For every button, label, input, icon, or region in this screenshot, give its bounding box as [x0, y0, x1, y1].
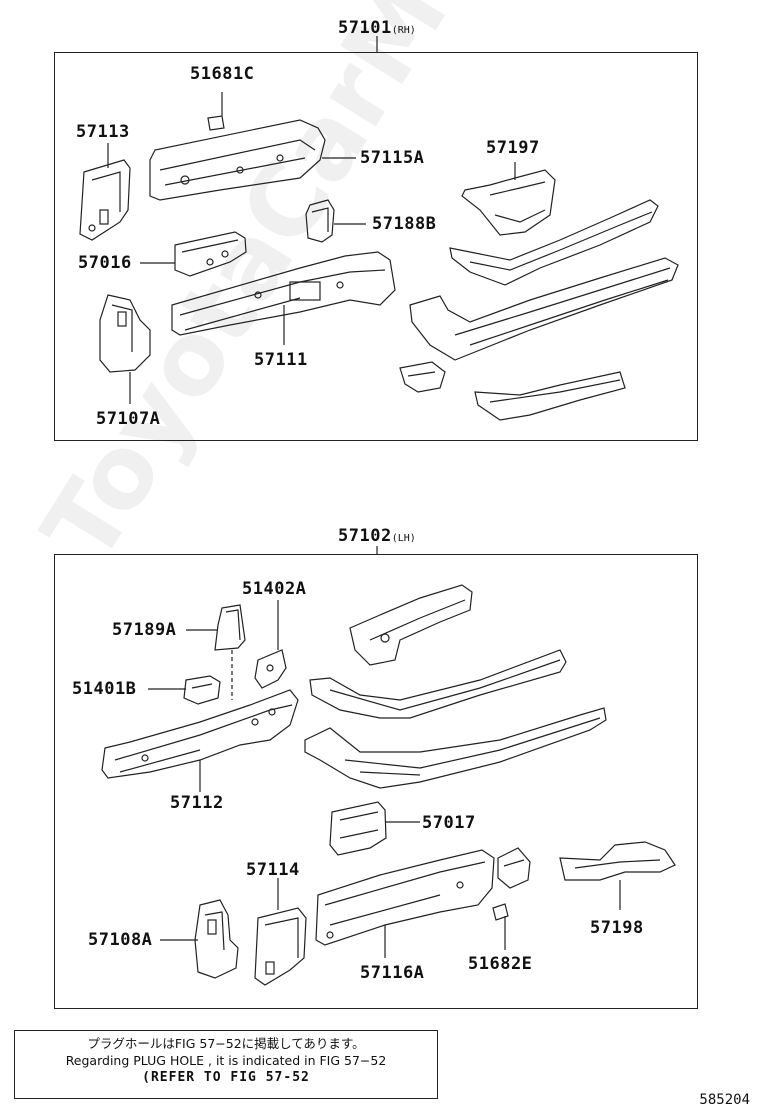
part-floor-rail-lower-drawing: [304, 707, 607, 789]
part-label-57113[interactable]: 57113: [76, 122, 130, 142]
part-label-57016[interactable]: 57016: [78, 253, 132, 273]
part-label-57108A[interactable]: 57108A: [88, 930, 153, 950]
part-label-57116A[interactable]: 57116A: [360, 963, 425, 983]
part-label-57107A[interactable]: 57107A: [96, 409, 161, 429]
diagram-id: 585204: [699, 1092, 750, 1108]
part-rail-lower-drawing: [309, 649, 567, 719]
part-label-57189A[interactable]: 57189A: [112, 620, 177, 640]
part-label-57111[interactable]: 57111: [254, 350, 308, 370]
part-57112-drawing: [101, 689, 299, 792]
part-label-57114[interactable]: 57114: [246, 860, 300, 880]
part-label-57115A[interactable]: 57115A: [360, 148, 425, 168]
part-label-57017[interactable]: 57017: [422, 813, 476, 833]
part-label-57198[interactable]: 57198: [590, 918, 644, 938]
part-label-57188B[interactable]: 57188B: [372, 214, 437, 234]
note-refer-line[interactable]: (REFER TO FIG 57-52: [142, 1070, 310, 1085]
assembly-label-57101: 57101(RH): [338, 20, 416, 37]
part-57116A-drawing: [315, 849, 495, 958]
part-57198-drawing: [559, 841, 676, 910]
lower-assembly-frame: [54, 554, 698, 1009]
part-51681C-drawing: [207, 92, 225, 131]
part-label-51682E[interactable]: 51682E: [468, 954, 533, 974]
plug-hole-note: プラグホールはFIG 57−52に掲載してあります。 Regarding PLU…: [14, 1030, 438, 1099]
part-51402A-drawing: [254, 600, 287, 689]
part-label-51401B[interactable]: 51401B: [72, 679, 137, 699]
note-line-japanese: プラグホールはFIG 57−52に掲載してあります。: [87, 1036, 365, 1051]
part-label-51402A[interactable]: 51402A: [242, 579, 307, 599]
part-label-57197[interactable]: 57197: [486, 138, 540, 158]
part-51401B-drawing: [148, 675, 221, 705]
part-51682E-drawing: [492, 903, 509, 950]
assembly-number: 57101: [338, 18, 392, 38]
part-floor-rail-upper-drawing: [409, 257, 679, 361]
part-57188B-drawing: [305, 199, 366, 243]
part-57111-drawing: [171, 251, 396, 345]
part-57115A-drawing: [149, 119, 356, 201]
part-57107A-drawing: [99, 294, 151, 404]
part-rail-upper-drawing: [449, 199, 659, 286]
part-label-51681C[interactable]: 51681C: [190, 64, 255, 84]
part-57197-drawing: [461, 162, 556, 236]
assembly-side: (LH): [391, 533, 416, 544]
part-57114-drawing: [254, 878, 307, 986]
part-rear-extension-lower-drawing: [349, 584, 473, 666]
note-line-english: Regarding PLUG HOLE , it is indicated in…: [65, 1053, 387, 1068]
assembly-label-57102: 57102(LH): [338, 528, 416, 545]
assembly-number: 57102: [338, 526, 392, 546]
part-57108A-drawing: [160, 899, 239, 979]
part-label-57112[interactable]: 57112: [170, 793, 224, 813]
part-small-bracket-upper-drawing: [399, 361, 446, 393]
upper-assembly-frame: [54, 52, 698, 441]
assembly-side: (RH): [391, 25, 416, 36]
part-rear-rail-upper-drawing: [474, 371, 626, 421]
part-57113-drawing: [79, 143, 131, 241]
part-small-bracket-lower-drawing: [497, 847, 531, 889]
part-57016-drawing: [140, 231, 247, 277]
part-57189A-drawing: [186, 604, 246, 651]
part-57017-drawing: [329, 801, 420, 856]
